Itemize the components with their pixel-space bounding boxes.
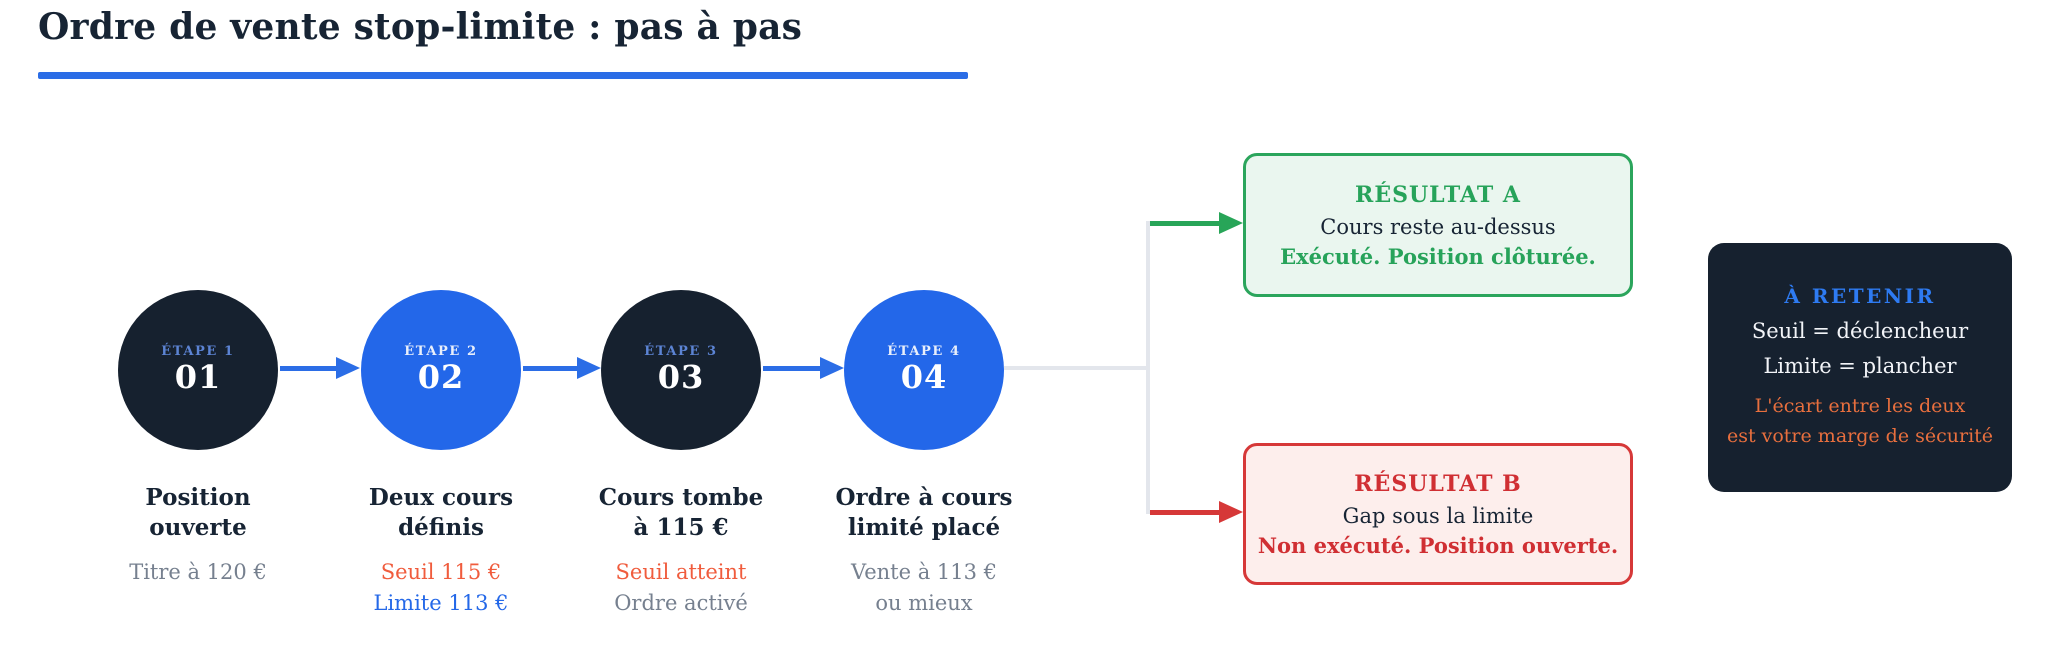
step-circle-3: ÉTAPE 3 03 bbox=[601, 290, 761, 450]
step-details: Seuil 115 € Limite 113 € bbox=[311, 557, 571, 620]
page-title: Ordre de vente stop-limite : pas à pas bbox=[38, 6, 803, 48]
result-b-heading: RÉSULTAT B bbox=[1354, 470, 1522, 497]
step-detail: Limite 113 € bbox=[373, 591, 509, 616]
result-a-arrow-icon bbox=[1150, 212, 1243, 234]
step-caption-4: Ordre à cours limité placé Vente à 113 €… bbox=[794, 483, 1054, 620]
branch-connector-horizontal bbox=[1004, 366, 1148, 370]
note-accent-text: L'écart entre les deux est votre marge d… bbox=[1726, 394, 1994, 447]
step-title: Cours tombe à 115 € bbox=[598, 484, 764, 542]
result-box-b: RÉSULTAT B Gap sous la limite Non exécut… bbox=[1243, 443, 1633, 585]
step-detail: Seuil 115 € bbox=[380, 559, 502, 584]
step-details: Seuil atteint Ordre activé bbox=[551, 557, 811, 620]
step-number: 04 bbox=[900, 358, 948, 397]
step-title: Ordre à cours limité placé bbox=[835, 484, 1013, 542]
result-b-arrow-icon bbox=[1150, 501, 1243, 523]
arrow-head-icon bbox=[577, 357, 601, 379]
step-badge: ÉTAPE 2 bbox=[404, 344, 478, 360]
arrow-head-icon bbox=[1219, 212, 1243, 234]
arrow-right-icon bbox=[280, 357, 360, 379]
step-badge: ÉTAPE 1 bbox=[161, 344, 235, 360]
step-detail: ou mieux bbox=[875, 591, 973, 616]
step-details: Titre à 120 € bbox=[68, 557, 328, 589]
step-caption-1: Position ouverte Titre à 120 € bbox=[68, 483, 328, 588]
note-heading: À RETENIR bbox=[1784, 283, 1936, 308]
step-title: Position ouverte bbox=[145, 484, 251, 542]
step-caption-3: Cours tombe à 115 € Seuil atteint Ordre … bbox=[551, 483, 811, 620]
step-badge: ÉTAPE 3 bbox=[644, 344, 718, 360]
result-a-heading: RÉSULTAT A bbox=[1355, 181, 1521, 208]
step-title: Deux cours définis bbox=[368, 484, 514, 542]
step-detail: Vente à 113 € bbox=[850, 559, 998, 584]
step-circle-4: ÉTAPE 4 04 bbox=[844, 290, 1004, 450]
step-number: 03 bbox=[657, 358, 705, 397]
step-number: 01 bbox=[174, 358, 222, 397]
branch-connector-vertical bbox=[1146, 221, 1150, 514]
arrow-shaft bbox=[1150, 509, 1219, 515]
arrow-shaft bbox=[523, 365, 577, 371]
step-circle-2: ÉTAPE 2 02 bbox=[361, 290, 521, 450]
result-a-outcome: Exécuté. Position clôturée. bbox=[1280, 243, 1596, 269]
note-box: À RETENIR Seuil = déclencheur Limite = p… bbox=[1708, 243, 2012, 492]
arrow-shaft bbox=[1150, 220, 1219, 226]
title-underline bbox=[38, 72, 968, 79]
step-detail: Ordre activé bbox=[614, 591, 748, 616]
result-b-outcome: Non exécuté. Position ouverte. bbox=[1257, 532, 1619, 558]
arrow-head-icon bbox=[336, 357, 360, 379]
note-line-limite: Limite = plancher bbox=[1763, 353, 1957, 378]
step-circle-1: ÉTAPE 1 01 bbox=[118, 290, 278, 450]
arrow-shaft bbox=[280, 365, 336, 371]
note-line-seuil: Seuil = déclencheur bbox=[1751, 318, 1969, 343]
result-b-condition: Gap sous la limite bbox=[1342, 503, 1534, 528]
step-detail: Seuil atteint bbox=[615, 559, 747, 584]
result-a-condition: Cours reste au-dessus bbox=[1320, 214, 1556, 239]
arrow-head-icon bbox=[820, 357, 844, 379]
step-detail: Titre à 120 € bbox=[129, 559, 267, 584]
arrow-shaft bbox=[763, 365, 820, 371]
arrow-head-icon bbox=[1219, 501, 1243, 523]
arrow-right-icon bbox=[763, 357, 844, 379]
result-box-a: RÉSULTAT A Cours reste au-dessus Exécuté… bbox=[1243, 153, 1633, 297]
step-number: 02 bbox=[417, 358, 465, 397]
step-badge: ÉTAPE 4 bbox=[887, 344, 961, 360]
arrow-right-icon bbox=[523, 357, 601, 379]
step-caption-2: Deux cours définis Seuil 115 € Limite 11… bbox=[311, 483, 571, 620]
step-details: Vente à 113 € ou mieux bbox=[794, 557, 1054, 620]
